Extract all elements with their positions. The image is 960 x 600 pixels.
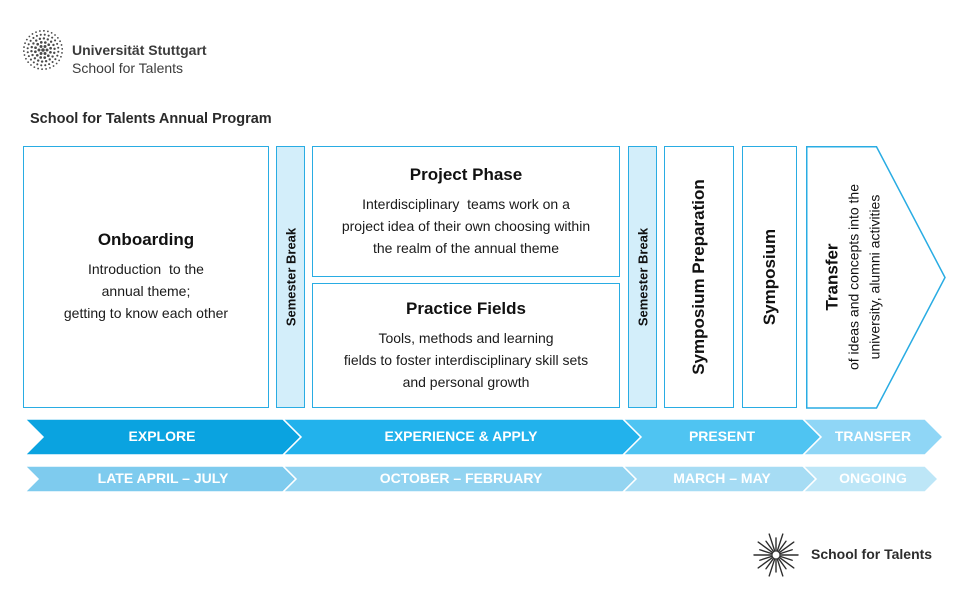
- semester-break-box-2: Semester Break: [628, 146, 657, 408]
- onboarding-text-line: getting to know each other: [63, 305, 229, 321]
- period-label-2: OCTOBER – FEBRUARY: [379, 470, 543, 486]
- onboarding-text-line: annual theme;: [101, 283, 191, 299]
- transfer-arrow-box: [806, 146, 946, 409]
- symposium-box: Symposium: [742, 146, 797, 408]
- project-phase-text-line: project idea of their own choosing withi…: [341, 217, 591, 234]
- semester-break-box-1: Semester Break: [276, 146, 305, 408]
- phase-label-explore: EXPLORE: [128, 428, 196, 444]
- practice-fields-text-line: Tools, methods and learning: [378, 329, 554, 346]
- phase-chevron-4: [801, 418, 945, 456]
- period-label-4: ONGOING: [839, 470, 907, 486]
- university-logo-icon: [23, 30, 63, 70]
- phase-label-experience-apply: EXPERIENCE & APPLY: [384, 428, 538, 444]
- phase-label-present: PRESENT: [688, 428, 756, 444]
- school-for-talents-logo-icon: [753, 533, 799, 577]
- period-label-3: MARCH – MAY: [673, 470, 771, 486]
- practice-fields-text-line: and personal growth: [402, 373, 530, 390]
- practice-fields-box: Practice Fields Tools, methods and learn…: [312, 283, 620, 408]
- onboarding-box: Onboarding Introduction to the annual th…: [23, 146, 269, 408]
- period-label-1: LATE APRIL – JULY: [97, 470, 229, 486]
- onboarding-title: Onboarding: [97, 230, 195, 249]
- project-phase-text-line: the realm of the annual theme: [372, 239, 559, 256]
- footer-brand: School for Talents: [811, 546, 933, 562]
- school-name: School for Talents: [72, 60, 184, 76]
- project-phase-title: Project Phase: [409, 164, 523, 184]
- project-phase-text-line: Interdisciplinary teams work on a: [362, 195, 570, 212]
- practice-fields-text-line: fields to foster interdisciplinary skill…: [343, 351, 589, 368]
- program-title: School for Talents Annual Program: [30, 111, 272, 127]
- symposium-preparation-box: Symposium Preparation: [664, 146, 734, 408]
- project-phase-box: Project Phase Interdisciplinary teams wo…: [312, 146, 620, 277]
- period-chevron-4: [801, 465, 940, 493]
- university-name: Universität Stuttgart: [72, 42, 207, 58]
- onboarding-text-line: Introduction to the: [88, 261, 204, 277]
- phase-label-transfer: TRANSFER: [834, 428, 912, 444]
- practice-fields-title: Practice Fields: [405, 298, 526, 318]
